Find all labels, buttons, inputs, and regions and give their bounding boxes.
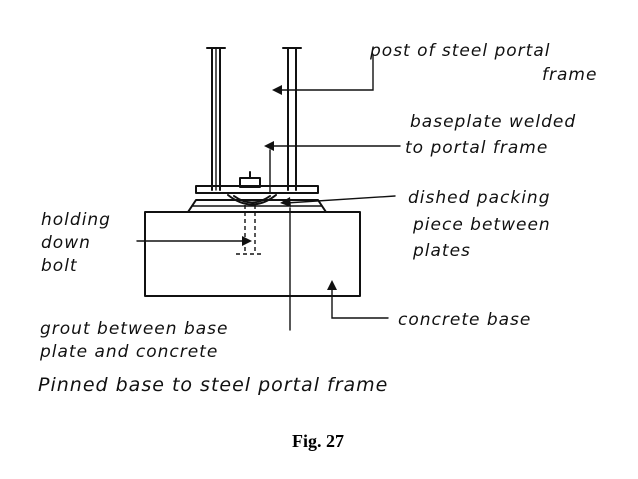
- bolt-label-line1: holding: [41, 210, 111, 230]
- bolt-leader: [136, 236, 252, 246]
- concrete-label: concrete base: [398, 310, 531, 330]
- grout-label-line2: plate and concrete: [39, 342, 218, 362]
- bolt-label-line2: down: [41, 233, 91, 253]
- concrete-leader: [327, 280, 389, 319]
- post-leader: [272, 54, 374, 95]
- post-label-line2: frame: [542, 65, 597, 85]
- dished-packing-piece: [227, 194, 277, 206]
- holding-down-bolt: [236, 205, 264, 255]
- diagram-title: Pinned base to steel portal frame: [38, 374, 388, 396]
- packing-leader: [280, 195, 396, 207]
- bolt-label-line3: bolt: [41, 256, 78, 276]
- grout-label-line1: grout between base: [40, 319, 228, 339]
- steel-post: [206, 47, 302, 191]
- figure-caption: Fig. 27: [292, 431, 344, 451]
- baseplate-label-line2: to portal frame: [405, 138, 548, 158]
- baseplate-leader: [264, 141, 401, 151]
- baseplate-label-line1: baseplate welded: [410, 112, 576, 132]
- concrete-base-block: [144, 211, 361, 297]
- bolt-head: [239, 149, 271, 193]
- packing-label-line2: piece between: [412, 215, 551, 235]
- packing-label-line1: dished packing: [408, 188, 551, 208]
- post-label-line1: post of steel portal: [369, 41, 550, 61]
- packing-label-line3: plates: [412, 241, 471, 261]
